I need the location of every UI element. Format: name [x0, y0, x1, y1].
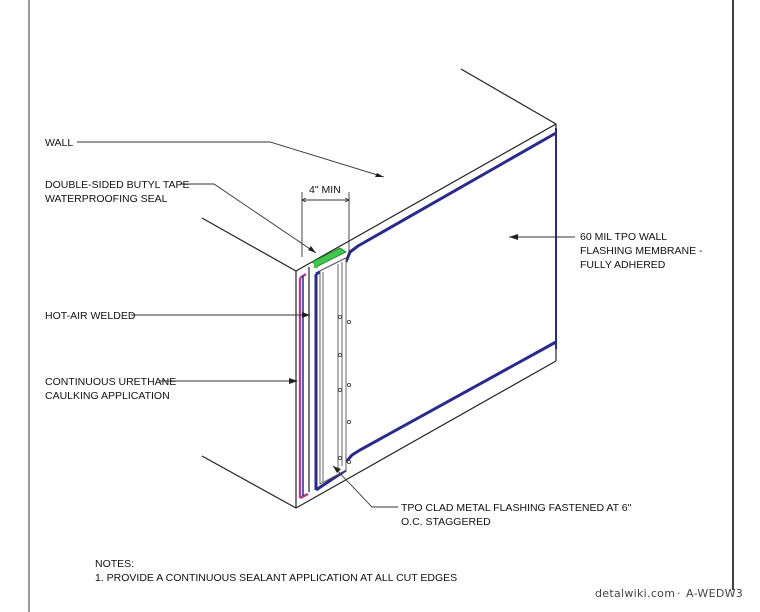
label-hot-air-welded: HOT-AIR WELDED	[45, 310, 136, 322]
leader-lines	[77, 141, 575, 508]
label-butyl-line2: WATERPROOFING SEAL	[45, 193, 168, 205]
dimension-4in	[300, 192, 351, 257]
leader-arrowheads	[289, 173, 518, 473]
label-flashing-line2: O.C. STAGGERED	[401, 516, 491, 528]
label-membrane-line3: FULLY ADHERED	[580, 259, 666, 271]
parapet-wall	[201, 68, 557, 509]
notes-heading: NOTES:	[95, 558, 134, 570]
footer-separator: ·	[677, 587, 681, 600]
label-membrane-line2: FLASHING MEMBRANE -	[580, 245, 703, 257]
label-urethane-line1: CONTINUOUS URETHANE	[45, 376, 176, 388]
urethane-caulk	[298, 273, 309, 500]
dimension-label: 4" MIN	[309, 184, 341, 196]
butyl-tape-face	[314, 263, 318, 268]
label-urethane-line2: CAULKING APPLICATION	[45, 390, 170, 402]
label-membrane-line1: 60 MIL TPO WALL	[580, 231, 667, 243]
footer-code: A-WEDW3	[686, 587, 743, 600]
footer-site: detalwiki.com	[595, 587, 675, 600]
tpo-membrane	[314, 131, 557, 492]
notes-item-1: 1. PROVIDE A CONTINUOUS SEALANT APPLICAT…	[95, 572, 457, 584]
label-butyl-line1: DOUBLE-SIDED BUTYL TAPE	[45, 179, 190, 191]
label-flashing-line1: TPO CLAD METAL FLASHING FASTENED AT 6"	[401, 502, 632, 514]
metal-flashing	[319, 257, 347, 485]
label-wall: WALL	[45, 137, 73, 149]
fasteners	[337, 314, 352, 465]
